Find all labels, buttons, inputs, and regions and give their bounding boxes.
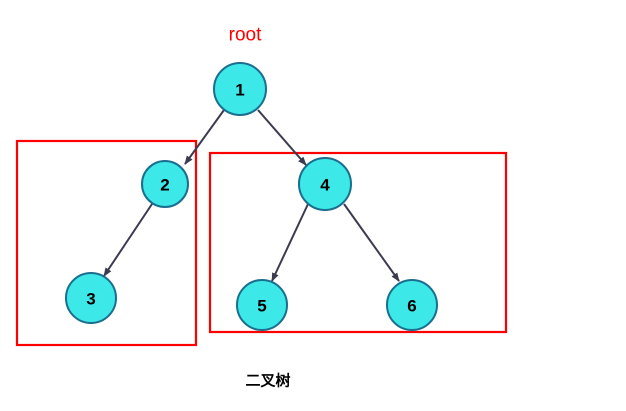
- node-circle: [386, 279, 438, 331]
- right-subtree-box: [208, 151, 508, 334]
- edge-2-3: [103, 203, 153, 277]
- tree-node-5[interactable]: 5: [236, 279, 288, 331]
- node-circle: [65, 272, 117, 324]
- root-annotation-label: root: [229, 25, 262, 46]
- node-label: 4: [320, 176, 330, 195]
- node-label: 1: [235, 81, 244, 100]
- diagram-caption: 二叉树: [245, 372, 290, 390]
- edge-4-5: [271, 203, 309, 282]
- tree-node-4[interactable]: 4: [298, 157, 352, 211]
- tree-node-1[interactable]: 1: [213, 62, 267, 116]
- edge-1-4: [257, 109, 307, 166]
- tree-node-2[interactable]: 2: [141, 160, 189, 208]
- tree-node-3[interactable]: 3: [65, 272, 117, 324]
- edge-4-6: [343, 203, 400, 282]
- node-label: 5: [257, 297, 266, 316]
- node-label: 3: [86, 290, 95, 309]
- node-circle: [141, 160, 189, 208]
- node-circle: [298, 157, 352, 211]
- node-label: 2: [160, 176, 169, 195]
- left-subtree-box: [15, 139, 198, 347]
- node-circle: [213, 62, 267, 116]
- node-label: 6: [407, 297, 416, 316]
- node-circle: [236, 279, 288, 331]
- tree-node-6[interactable]: 6: [386, 279, 438, 331]
- edge-1-2: [184, 109, 225, 165]
